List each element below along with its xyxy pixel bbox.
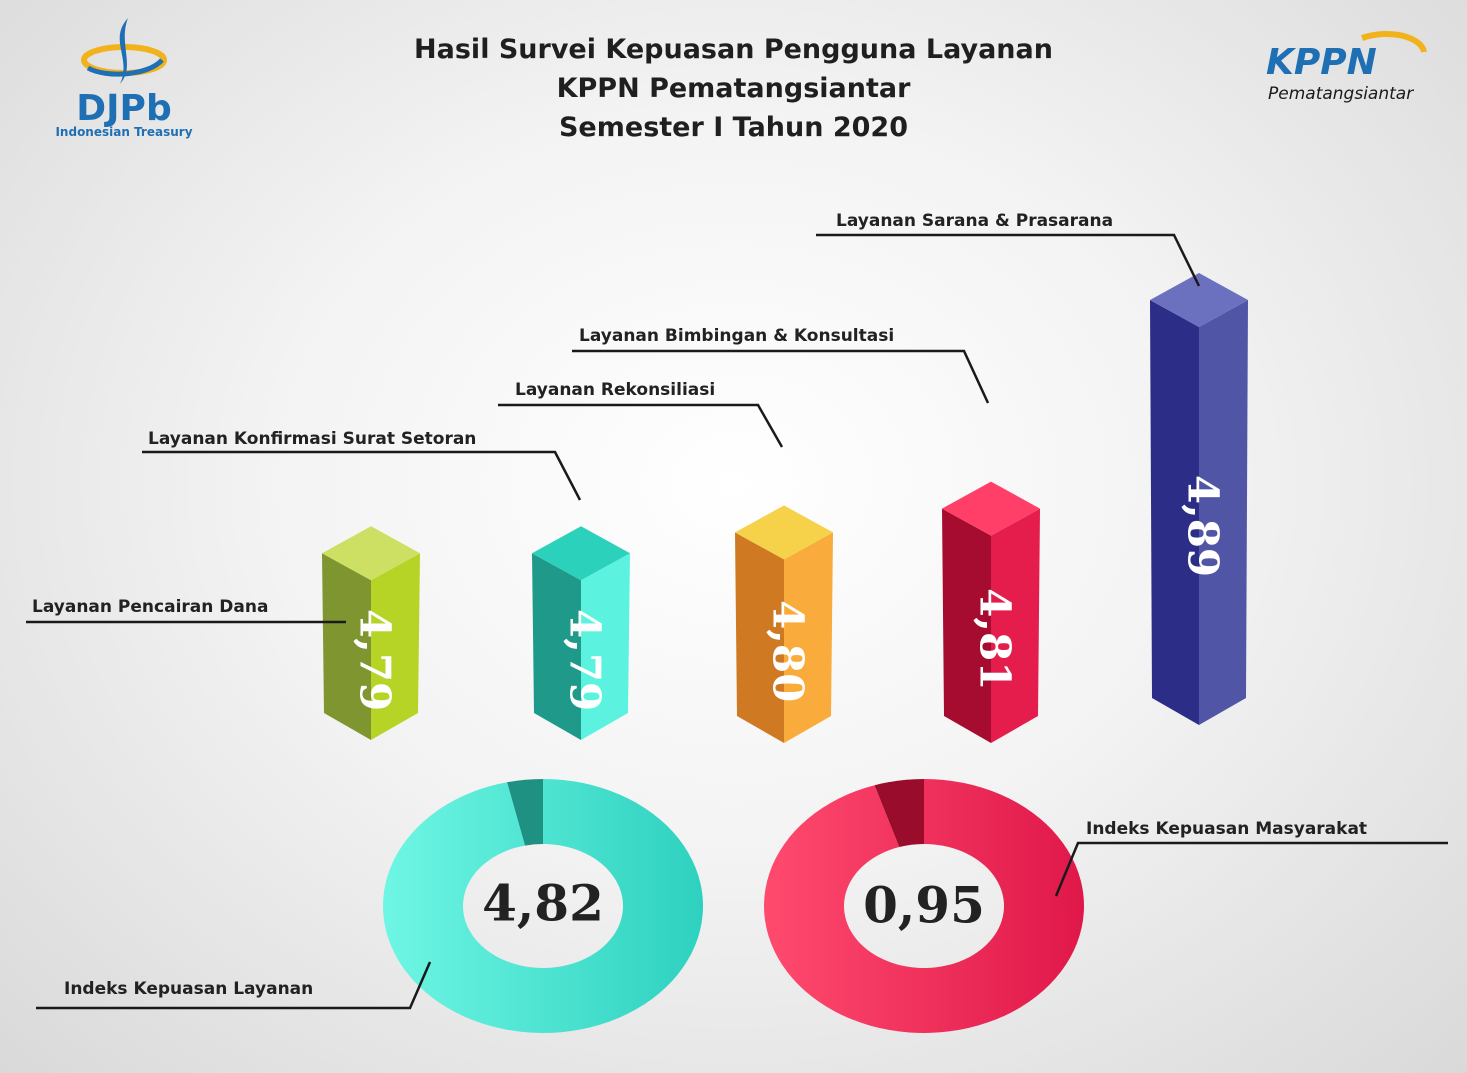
bar-label-leader xyxy=(142,450,582,501)
kppn-logo-subtext: Pematangsiantar xyxy=(1268,84,1414,104)
bar-value-label: 4,89 xyxy=(1179,475,1228,577)
donut-title: Indeks Kepuasan Masyarakat xyxy=(1086,819,1367,839)
bar-top xyxy=(1150,273,1248,327)
title-line-1: Hasil Survei Kepuasan Pengguna Layanan xyxy=(414,34,1053,65)
kppn-logo-text: KPPN xyxy=(1266,42,1377,83)
donut-main-slice xyxy=(383,779,703,1033)
bar-4: 4,81 xyxy=(942,481,1040,743)
bar-side xyxy=(735,532,784,743)
bar-3: 4,80 xyxy=(735,505,833,743)
bar-front xyxy=(784,532,833,743)
bar-category-label: Layanan Pencairan Dana xyxy=(32,597,268,617)
donut-value: 4,82 xyxy=(482,874,604,933)
bar-value-label: 4,79 xyxy=(561,609,610,711)
bar-value-label: 4,79 xyxy=(351,609,400,711)
bar-side xyxy=(1150,300,1199,725)
bar-side xyxy=(322,553,371,740)
bar-top xyxy=(322,526,420,581)
kppn-logo-arc xyxy=(1361,31,1427,54)
donut-rest-slice xyxy=(874,779,924,848)
donut-rest-slice xyxy=(507,779,543,846)
bar-label-leader xyxy=(572,349,990,404)
bar-side xyxy=(532,553,581,740)
bar-label-leader xyxy=(498,403,784,448)
bar-category-label: Layanan Rekonsiliasi xyxy=(515,380,715,400)
bar-5: 4,89 xyxy=(1150,273,1248,725)
bar-1: 4,79 xyxy=(322,526,420,740)
donut-title: Indeks Kepuasan Layanan xyxy=(64,979,313,999)
djpb-logo-mark xyxy=(119,18,128,84)
bar-front xyxy=(991,508,1040,743)
bar-top xyxy=(735,505,833,560)
djpb-logo-swoosh xyxy=(86,58,164,77)
bar-front xyxy=(1199,300,1248,725)
bar-category-label: Layanan Konfirmasi Surat Setoran xyxy=(148,429,476,449)
bar-value-label: 4,80 xyxy=(764,600,813,702)
bar-category-label: Layanan Bimbingan & Konsultasi xyxy=(579,326,894,346)
djpb-logo-text: DJPb xyxy=(76,88,171,129)
bar-value-label: 4,81 xyxy=(971,588,1020,690)
donut-main-slice xyxy=(764,779,1085,1033)
bar-label-leader xyxy=(816,233,1201,287)
bar-2: 4,79 xyxy=(532,526,630,740)
title-line-3: Semester I Tahun 2020 xyxy=(558,112,909,143)
bar-side xyxy=(942,508,991,743)
bar-front xyxy=(581,553,630,740)
title-line-2: KPPN Pematangsiantar xyxy=(556,73,911,104)
bar-top xyxy=(942,481,1040,536)
donut-label-leader xyxy=(1054,841,1448,897)
djpb-logo-subtext: Indonesian Treasury xyxy=(55,125,192,139)
donut-value: 0,95 xyxy=(863,876,985,935)
bar-front xyxy=(371,553,420,740)
bar-category-label: Layanan Sarana & Prasarana xyxy=(836,211,1113,231)
djpb-logo: DJPb Indonesian Treasury xyxy=(55,18,193,139)
page-title: Hasil Survei Kepuasan Pengguna Layanan K… xyxy=(0,30,1467,147)
kppn-logo: KPPN Pematangsiantar xyxy=(1266,31,1427,104)
bar-top xyxy=(532,526,630,581)
donut-label-leader xyxy=(36,961,432,1010)
